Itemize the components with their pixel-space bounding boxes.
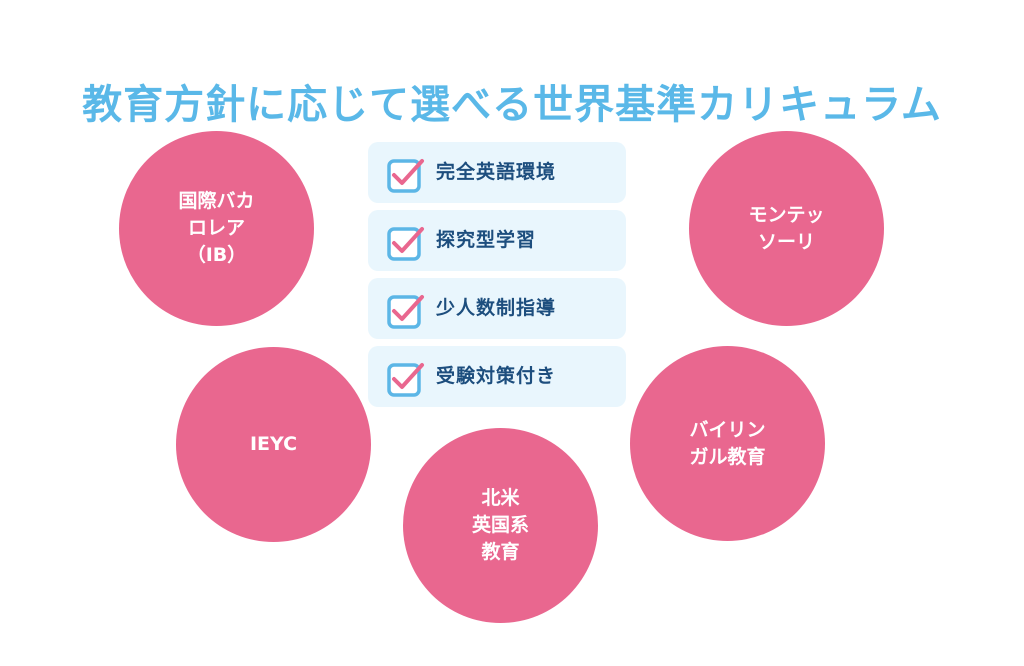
feature-label: 完全英語環境: [436, 161, 557, 183]
feature-item: 受験対策付き: [368, 346, 626, 407]
feature-item: 探究型学習: [368, 210, 626, 271]
curriculum-label: 北米 英国系 教育: [471, 487, 529, 563]
curriculum-label: モンテッ ソーリ: [748, 203, 825, 253]
feature-label: 探究型学習: [436, 229, 537, 251]
curriculum-label: IEYC: [249, 433, 298, 455]
checkbox-checked-icon: [386, 359, 426, 399]
curriculum-label: 国際バカ ロレア （IB）: [178, 190, 255, 266]
curriculum-circle-bilingual: バイリン ガル教育: [630, 346, 825, 541]
page-title: 教育方針に応じて選べる世界基準カリキュラム: [82, 81, 942, 128]
feature-list: 完全英語環境 探究型学習 少人数制指導 受験対策付き: [368, 142, 626, 414]
feature-label: 受験対策付き: [436, 365, 557, 387]
feature-label: 少人数制指導: [436, 297, 557, 319]
curriculum-circle-ib: 国際バカ ロレア （IB）: [119, 131, 314, 326]
curriculum-circle-north-america-uk: 北米 英国系 教育: [403, 428, 598, 623]
feature-item: 少人数制指導: [368, 278, 626, 339]
curriculum-circle-ieyc: IEYC: [176, 347, 371, 542]
feature-item: 完全英語環境: [368, 142, 626, 203]
curriculum-label: バイリン ガル教育: [689, 418, 766, 468]
checkbox-checked-icon: [386, 155, 426, 195]
checkbox-checked-icon: [386, 223, 426, 263]
checkbox-checked-icon: [386, 291, 426, 331]
curriculum-circle-montessori: モンテッ ソーリ: [689, 131, 884, 326]
